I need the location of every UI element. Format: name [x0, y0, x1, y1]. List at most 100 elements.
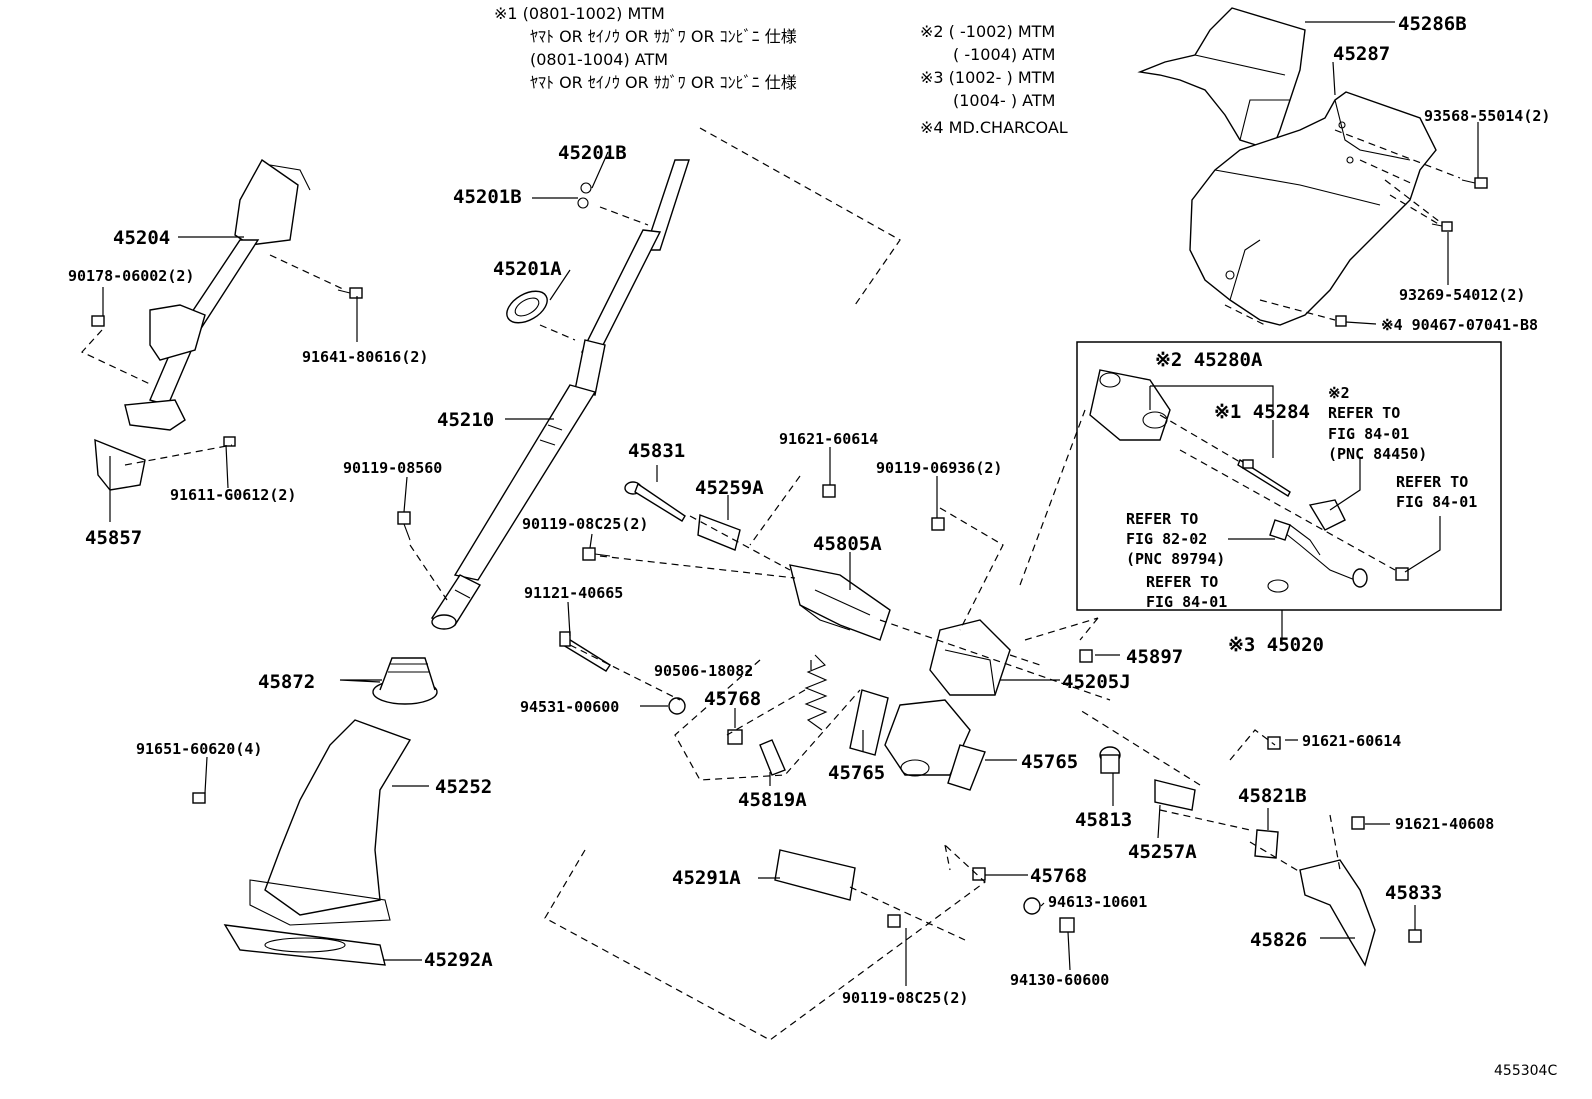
label-45280A: ※2 45280A	[1155, 349, 1263, 371]
label-45292A: 45292A	[424, 949, 493, 971]
label-94130-60600: 94130-60600	[1010, 971, 1109, 989]
switch-45284	[1237, 458, 1291, 497]
label-45284: ※1 45284	[1214, 401, 1310, 423]
label-45805A: 45805A	[813, 533, 882, 555]
label-93269-54012: 93269-54012(2)	[1399, 286, 1525, 304]
note-1-line-4: ﾔﾏﾄ OR ｾｲﾉｳ OR ｻｶﾞﾜ OR ｺﾝﾋﾞﾆ 仕様	[530, 73, 797, 92]
cover-dash-lines	[1259, 129, 1461, 321]
column-cover-lower	[1189, 91, 1437, 326]
label-90119-06936: 90119-06936(2)	[876, 459, 1002, 477]
ref-3-line-2: FIG 84-01	[1396, 493, 1477, 511]
ref-3-line-1: REFER TO	[1396, 473, 1468, 491]
label-45813: 45813	[1075, 809, 1132, 831]
label-94531-00600: 94531-00600	[520, 698, 619, 716]
ref-4-line-2: FIG 82-02	[1126, 530, 1207, 548]
reference-notes: ※2 REFER TO FIG 84-01 (PNC 84450) REFER …	[1126, 384, 1477, 611]
bolt-45831	[624, 481, 686, 522]
ref-2-line-1: REFER TO	[1328, 404, 1400, 422]
label-91621-40608: 91621-40608	[1395, 815, 1494, 833]
assembly-dash-lines	[81, 127, 1396, 1041]
bolt-91621-60614-b	[1267, 736, 1281, 750]
shaft-seal-ring	[506, 290, 548, 324]
note-2-line-2: ( -1004) ATM	[953, 45, 1055, 64]
bracket-nut-icon	[91, 315, 105, 327]
ref-2-line-3: (PNC 84450)	[1328, 445, 1427, 463]
label-45833: 45833	[1385, 882, 1442, 904]
label-45210: 45210	[437, 409, 494, 431]
bolt-91121	[559, 631, 611, 672]
label-45020: ※3 45020	[1228, 634, 1324, 656]
label-90506-18082: 90506-18082	[654, 662, 753, 680]
stud-45813	[1099, 746, 1121, 774]
bracket-bolt-2-icon	[223, 436, 236, 447]
washer-94531	[668, 697, 686, 715]
column-tube-45252	[249, 719, 412, 926]
cover-screw-2-icon	[1431, 221, 1453, 232]
label-90119-08C25-b: 90119-08C25(2)	[842, 989, 968, 1007]
lock-body-45205J	[929, 619, 1011, 696]
bolt-91621-60614-a	[822, 484, 836, 498]
tube-gasket-45292A	[223, 924, 386, 966]
label-45819A: 45819A	[738, 789, 807, 811]
notes-block: ※1 (0801-1002) MTM ﾔﾏﾄ OR ｾｲﾉｳ OR ｻｶﾞﾜ O…	[494, 4, 1068, 137]
label-45204: 45204	[113, 227, 170, 249]
harness-sensor	[1269, 499, 1368, 588]
bushing-45765-b	[947, 744, 986, 791]
figure-code: 455304C	[1494, 1063, 1557, 1079]
tube-bolt-icon	[192, 792, 206, 804]
label-45857: 45857	[85, 527, 142, 549]
lock-cylinder-45280A	[1089, 369, 1171, 441]
label-91121-40665: 91121-40665	[524, 584, 623, 602]
nut-45768-a	[727, 729, 743, 745]
screw-90119-06936	[931, 517, 945, 531]
label-45259A: 45259A	[695, 477, 764, 499]
label-91621-60614-b: 91621-60614	[1302, 732, 1401, 750]
note-1-line-3: (0801-1004) ATM	[530, 50, 668, 69]
label-45287: 45287	[1333, 43, 1390, 65]
note-1-line-2: ﾔﾏﾄ OR ｾｲﾉｳ OR ｻｶﾞﾜ OR ｺﾝﾋﾞﾆ 仕様	[530, 27, 797, 46]
label-90467-07041: ※4 90467-07041-B8	[1381, 316, 1538, 334]
nut-94130	[1059, 917, 1075, 933]
bracket-bolt-icon	[337, 287, 363, 299]
washer-94613	[1023, 897, 1041, 915]
label-91621-60614-a: 91621-60614	[779, 430, 878, 448]
pin-45819A	[759, 739, 786, 776]
column-cover-upper	[1137, 7, 1306, 151]
label-45291A: 45291A	[672, 867, 741, 889]
bolt-91621-40608	[1351, 816, 1365, 830]
bracket-45826	[1299, 859, 1376, 967]
sleeve-45257A	[1154, 779, 1196, 811]
label-93568-55014: 93568-55014(2)	[1424, 107, 1550, 125]
lock-housing-45805A	[789, 564, 891, 641]
ref-5-line-2: FIG 84-01	[1146, 593, 1227, 611]
label-45768-b: 45768	[1030, 865, 1087, 887]
label-91651-60620: 91651-60620(4)	[136, 740, 262, 758]
label-91641-80616: 91641-80616(2)	[302, 348, 428, 366]
label-45765-b: 45765	[1021, 751, 1078, 773]
steering-main-shaft	[430, 159, 690, 630]
label-45768-a: 45768	[704, 688, 761, 710]
bushing-45765-a	[849, 689, 889, 756]
label-94613-10601: 94613-10601	[1048, 893, 1147, 911]
label-45826: 45826	[1250, 929, 1307, 951]
ref-2-mark: ※2	[1328, 384, 1350, 402]
snap-ring-icons	[577, 182, 592, 209]
cover-screw-1-icon	[1461, 177, 1488, 189]
label-90178-06002: 90178-06002(2)	[68, 267, 194, 285]
note-3-line-2: (1004- ) ATM	[953, 91, 1055, 110]
label-45252: 45252	[435, 776, 492, 798]
ref-4-line-1: REFER TO	[1126, 510, 1198, 528]
label-90119-08560: 90119-08560	[343, 459, 442, 477]
cover-clip-icon	[1335, 315, 1347, 327]
label-45831: 45831	[628, 440, 685, 462]
label-45201B-b: 45201B	[453, 186, 522, 208]
column-support-bracket	[94, 158, 311, 491]
label-90119-08C25-a: 90119-08C25(2)	[522, 515, 648, 533]
harness-clamp	[1267, 579, 1289, 593]
leader-lines	[102, 21, 1479, 986]
note-3-line-1: ※3 (1002- ) MTM	[920, 68, 1055, 87]
label-45205J: 45205J	[1062, 671, 1131, 693]
clip-45821B	[1254, 829, 1279, 859]
label-45821B: 45821B	[1238, 785, 1307, 807]
